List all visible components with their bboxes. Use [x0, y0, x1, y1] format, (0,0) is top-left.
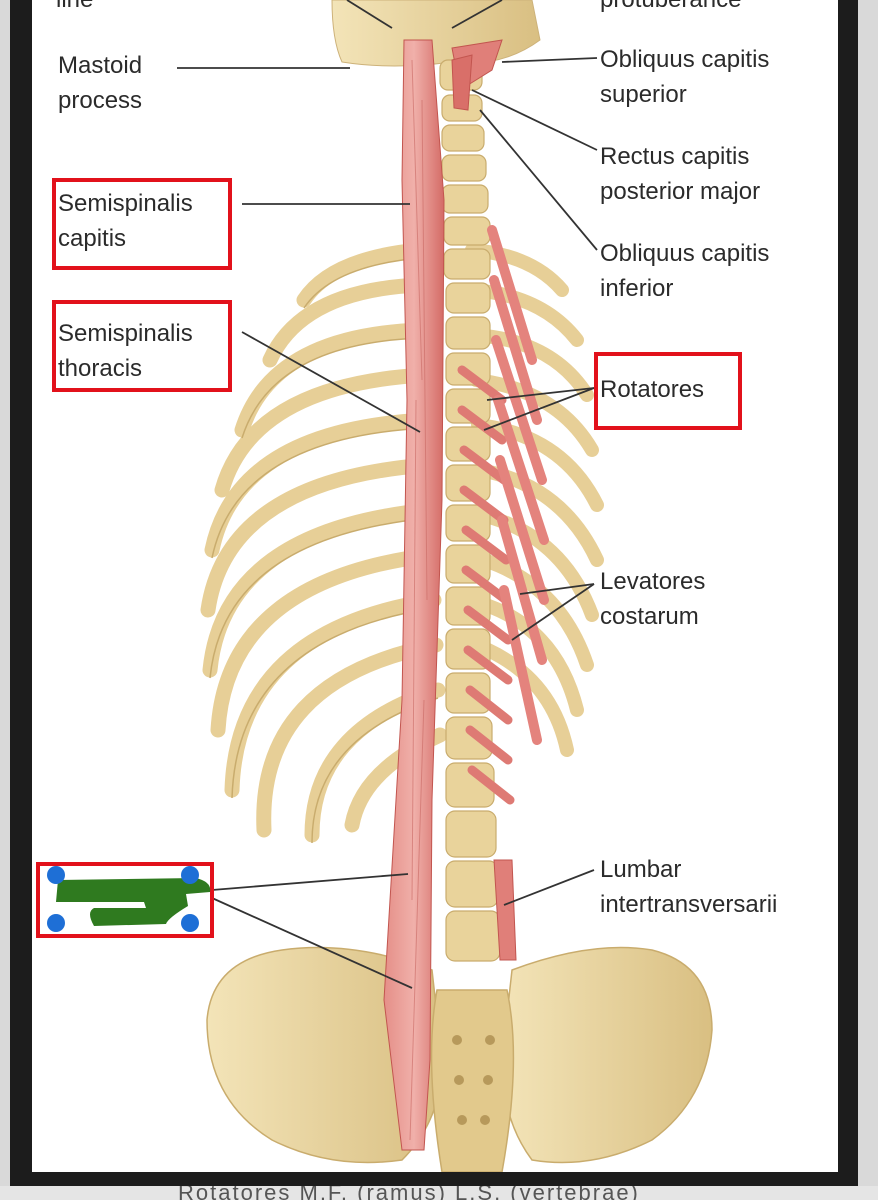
- image-border-right: [838, 0, 858, 1185]
- rectus-capitis-muscle: [451, 54, 473, 111]
- sacrum: [430, 989, 515, 1172]
- rotatores-muscles: [457, 365, 515, 805]
- label-obliquus-capitis-superior: Obliquus capitis superior: [600, 46, 770, 108]
- levatores-muscles: [487, 225, 549, 745]
- image-border-bottom: [10, 1172, 858, 1186]
- highlight-box-semispinalis-thoracis: [52, 300, 232, 392]
- resize-handle-icon: [181, 866, 199, 884]
- label-rectus-capitis-posterior-major: Rectus capitis posterior major: [600, 143, 761, 205]
- spine-illustration: [177, 0, 713, 1172]
- label-semispinalis-thoracis[interactable]: Semispinalis thoracis: [58, 320, 193, 382]
- label-mastoid-process: Mastoid process: [58, 52, 143, 114]
- highlight-box-redacted-label[interactable]: [36, 862, 214, 938]
- label-protuberance-partial: protuberance: [600, 0, 741, 17]
- resize-handle-icon: [47, 866, 65, 884]
- resize-handle-icon: [181, 914, 199, 932]
- muscle-fibers: [409, 59, 428, 1141]
- resize-handle-icon: [47, 914, 65, 932]
- label-lumbar-intertransversarii: Lumbar intertransversarii: [600, 856, 778, 918]
- highlight-box-rotatores: [594, 352, 742, 430]
- label-rotatores[interactable]: Rotatores: [600, 376, 705, 403]
- label-obliquus-capitis-inferior: Obliquus capitis inferior: [600, 240, 770, 302]
- window-left-margin: [0, 0, 10, 1200]
- right-iliac-bone: [501, 946, 713, 1164]
- label-nuchal-line-partial: line: [56, 0, 93, 17]
- leader-lines: [177, 0, 598, 989]
- lumbar-intertransversarii-muscle: [493, 859, 517, 961]
- next-slide-peek: Rotatores M.F. (ramus) L.S. (vertebrae): [0, 1186, 878, 1200]
- label-semispinalis-capitis[interactable]: Semispinalis capitis: [58, 190, 193, 252]
- redaction-mark-icon[interactable]: [36, 862, 216, 942]
- highlight-box-semispinalis-capitis: [52, 178, 232, 270]
- label-levatores-costarum: Levatores costarum: [600, 568, 706, 630]
- bottom-caption-partial: Rotatores M.F. (ramus) L.S. (vertebrae): [178, 1186, 640, 1200]
- image-border-left: [10, 0, 32, 1185]
- sacral-foramina: [452, 1035, 495, 1125]
- vertebral-column: [439, 59, 501, 962]
- anatomy-diagram: line protuberance Mastoid process Semisp…: [32, 0, 838, 1172]
- window-right-margin: [858, 0, 878, 1200]
- left-iliac-bone: [206, 946, 443, 1164]
